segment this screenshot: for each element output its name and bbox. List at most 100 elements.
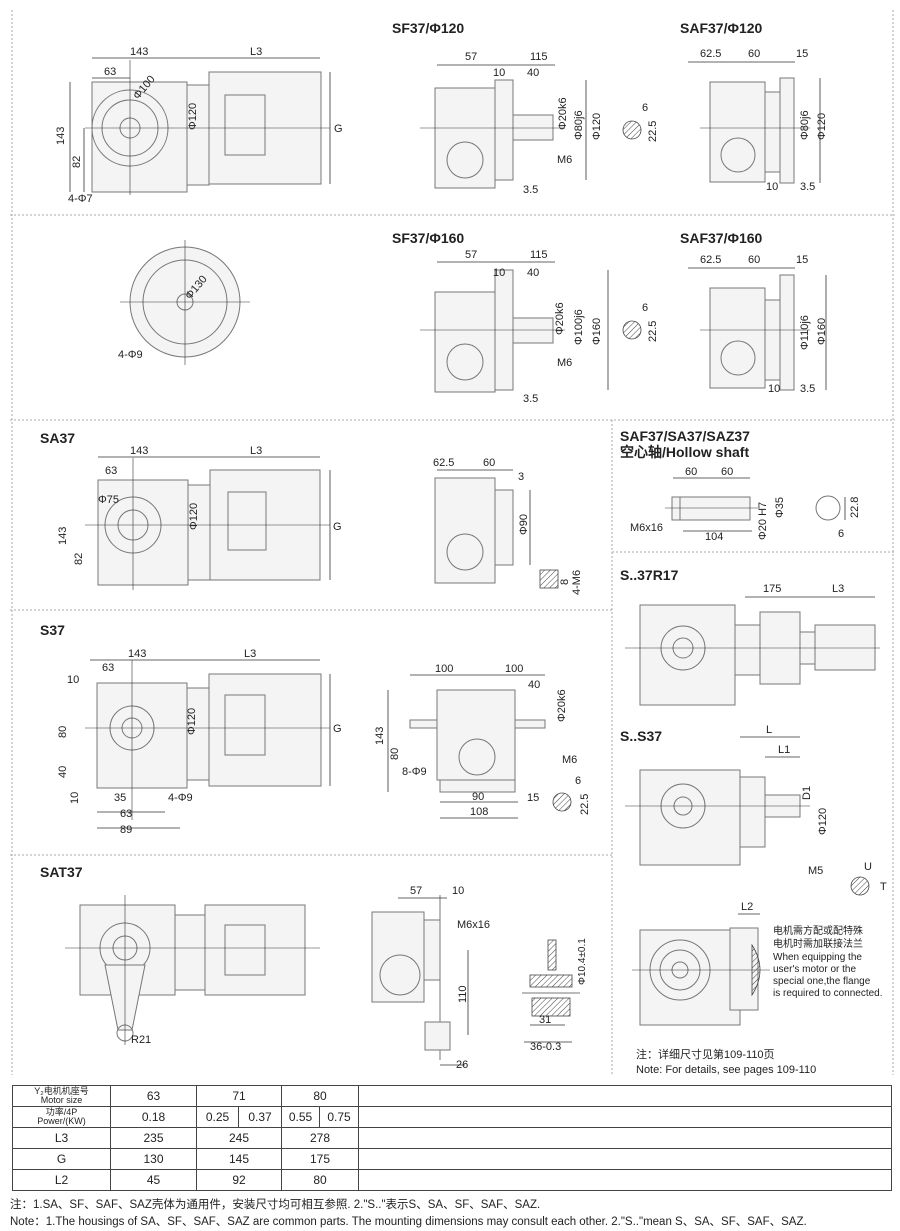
dim-label: 10 bbox=[493, 67, 505, 79]
row-label: L2 bbox=[12, 1169, 111, 1191]
dim-label: Φ20k6 bbox=[557, 97, 569, 130]
dim-label: G bbox=[333, 723, 342, 735]
section-dividers bbox=[10, 10, 895, 1075]
dim-label: 3 bbox=[518, 471, 524, 483]
dim-label: M6 bbox=[557, 357, 572, 369]
flange-160-drawing bbox=[120, 240, 250, 365]
table-cell: 80 bbox=[281, 1085, 359, 1107]
sa37-drawing bbox=[85, 456, 559, 590]
dim-label: Φ160 bbox=[816, 318, 828, 345]
dim-label: 3.5 bbox=[523, 393, 538, 405]
dim-label: Φ120 bbox=[187, 103, 199, 130]
dim-label: 60 bbox=[748, 48, 760, 60]
table-cell-empty bbox=[358, 1127, 892, 1149]
table-cell-empty bbox=[358, 1106, 892, 1128]
dim-label: Φ120 bbox=[188, 503, 200, 530]
details-note-cn: 注：详细尺寸见第109-110页 bbox=[636, 1047, 775, 1061]
dim-label: 8 bbox=[559, 579, 571, 585]
dim-label: 62.5 bbox=[700, 254, 721, 266]
dim-label: 104 bbox=[705, 531, 723, 543]
dim-label: Φ120 bbox=[817, 808, 829, 835]
dim-label: 100 bbox=[435, 663, 453, 675]
dim-label: 143 bbox=[130, 46, 148, 58]
dim-label: Φ35 bbox=[774, 497, 786, 518]
top-left-gearmotor-drawing bbox=[69, 57, 331, 195]
dim-label: 60 bbox=[483, 457, 495, 469]
table-cell: 0.55 bbox=[281, 1106, 320, 1128]
dim-label: R21 bbox=[131, 1034, 151, 1046]
dim-label: 100 bbox=[505, 663, 523, 675]
dim-label: 3.5 bbox=[800, 181, 815, 193]
dim-label: 4-Φ9 bbox=[118, 349, 143, 361]
section-title-sf37-160: SF37/Φ160 bbox=[392, 230, 464, 246]
dim-label: 63 bbox=[120, 808, 132, 820]
dim-label: Φ20k6 bbox=[556, 689, 568, 722]
dim-label: 143 bbox=[57, 527, 69, 545]
dim-label: 115 bbox=[530, 51, 548, 63]
table-cell: 45 bbox=[110, 1169, 197, 1191]
dim-label: 115 bbox=[530, 249, 548, 261]
dim-label: 15 bbox=[527, 792, 539, 804]
flange-note-en: special one,the flange bbox=[773, 976, 871, 987]
saf37-160-drawing bbox=[688, 267, 827, 391]
dim-label: Φ120 bbox=[186, 708, 198, 735]
dim-label: 8-Φ9 bbox=[402, 766, 427, 778]
dim-label: 40 bbox=[527, 267, 539, 279]
dim-label: L3 bbox=[244, 648, 256, 660]
dim-label: Φ120 bbox=[591, 113, 603, 140]
flange-note-en: is required to connected. bbox=[773, 988, 883, 999]
dim-label: 4-M6 bbox=[571, 570, 583, 595]
dim-label: Φ110j6 bbox=[799, 315, 811, 350]
dim-label: 82 bbox=[71, 156, 83, 168]
section-title-hollow-shaft: SAF37/SA37/SAZ37 bbox=[620, 428, 750, 444]
dim-label: G bbox=[333, 521, 342, 533]
dim-label: 60 bbox=[685, 466, 697, 478]
table-cell-empty bbox=[358, 1148, 892, 1170]
footnote-cn: 注：1.SA、SF、SAF、SAZ壳体为通用件，安装尺寸均可相互参照. 2."S… bbox=[10, 1199, 541, 1211]
section-title-sf37-120: SF37/Φ120 bbox=[392, 20, 464, 36]
dim-label: 57 bbox=[465, 249, 477, 261]
dim-label: 22.5 bbox=[579, 794, 591, 815]
dim-label: 143 bbox=[130, 445, 148, 457]
table-cell: 0.18 bbox=[110, 1106, 197, 1128]
dim-label: 6 bbox=[642, 102, 648, 114]
dim-label: 22.5 bbox=[647, 121, 659, 142]
dim-label: Φ10.4±0.1 bbox=[577, 938, 588, 985]
table-cell: 278 bbox=[281, 1127, 359, 1149]
section-title-ss37: S..S37 bbox=[620, 728, 662, 744]
table-cell-empty bbox=[358, 1169, 892, 1191]
dim-label: 3.5 bbox=[800, 383, 815, 395]
table-cell: 245 bbox=[196, 1127, 282, 1149]
dim-label: 60 bbox=[721, 466, 733, 478]
dim-label: 40 bbox=[57, 766, 69, 778]
footnote-en: Note：1.The housings of SA、SF、SAF、SAZ are… bbox=[10, 1216, 807, 1228]
dim-label: 26 bbox=[456, 1059, 468, 1071]
dim-label: Φ20k6 bbox=[554, 302, 566, 335]
dim-label: 143 bbox=[128, 648, 146, 660]
section-title-sat37: SAT37 bbox=[40, 864, 83, 880]
dim-label: 63 bbox=[102, 662, 114, 674]
table-cell: 0.75 bbox=[319, 1106, 359, 1128]
flange-note-cn: 电机时需加联接法兰 bbox=[773, 937, 863, 950]
table-cell: 0.37 bbox=[238, 1106, 282, 1128]
dim-label: 35 bbox=[114, 792, 126, 804]
dim-label: 175 bbox=[763, 583, 781, 595]
dim-label: 3.5 bbox=[523, 184, 538, 196]
dim-label: 62.5 bbox=[433, 457, 454, 469]
dim-label: 63 bbox=[105, 465, 117, 477]
dim-label: 6 bbox=[575, 775, 581, 787]
dim-label: 6 bbox=[838, 528, 844, 540]
section-title-s37r17: S..37R17 bbox=[620, 567, 679, 583]
dim-label: D1 bbox=[801, 786, 813, 800]
sf37-120-drawing bbox=[420, 64, 642, 189]
section-title-saf37-120: SAF37/Φ120 bbox=[680, 20, 763, 36]
s37r17-drawing bbox=[625, 596, 880, 706]
dim-label: 110 bbox=[457, 985, 469, 1003]
dim-label: 90 bbox=[472, 791, 484, 803]
dim-label: 80 bbox=[389, 748, 401, 760]
